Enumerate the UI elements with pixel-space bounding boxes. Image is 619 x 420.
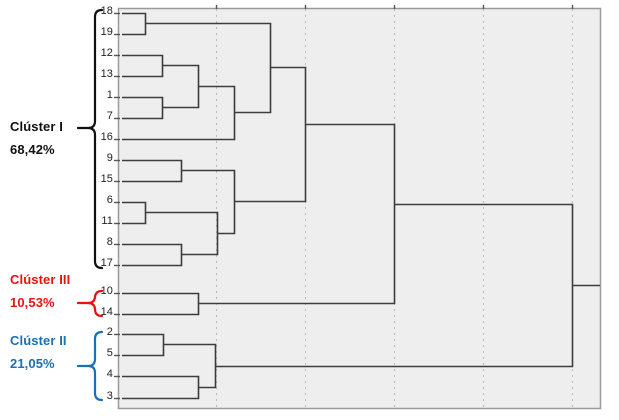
- cluster-label-cluster-1: Clúster I 68,42%: [10, 120, 63, 156]
- leaf-label-16: 16: [100, 131, 113, 143]
- leaf-label-7: 7: [106, 110, 113, 122]
- cluster-percent-cluster-2: 21,05%: [10, 355, 55, 371]
- leaf-label-12: 12: [100, 47, 113, 59]
- leaf-label-15: 15: [100, 173, 113, 185]
- leaf-label-18: 18: [100, 5, 113, 17]
- leaf-label-1: 1: [106, 89, 113, 101]
- cluster-name-cluster-2: Clúster II: [10, 333, 67, 348]
- leaf-label-11: 11: [101, 215, 113, 227]
- cluster-name-cluster-1: Clúster I: [10, 119, 63, 134]
- axis-tick-group: [215, 5, 574, 9]
- dendrogram-link-m12: [234, 66, 307, 203]
- cluster-label-cluster-3: Clúster III 10,53%: [10, 273, 70, 309]
- plot-background: [117, 7, 602, 410]
- cluster-percent-cluster-3: 10,53%: [10, 294, 55, 310]
- leaf-label-17: 17: [100, 257, 113, 269]
- leaf-label-9: 9: [106, 152, 113, 164]
- leaf-label-14: 14: [100, 306, 113, 318]
- leaf-label-13: 13: [100, 68, 113, 80]
- cluster-bracket-cluster-2: [86, 330, 104, 402]
- cluster-bracket-group: [76, 8, 104, 402]
- cluster-label-cluster-2: Clúster II 21,05%: [10, 334, 67, 370]
- leaf-label-19: 19: [100, 26, 113, 38]
- leaf-label-5: 5: [106, 347, 113, 359]
- leaf-label-6: 6: [106, 194, 113, 206]
- leaf-tick-group: [114, 12, 120, 400]
- leaf-label-10: 10: [100, 285, 113, 297]
- cluster-percent-cluster-1: 68,42%: [10, 141, 55, 157]
- dendrogram-link-m14: [198, 123, 396, 305]
- leaf-label-3: 3: [106, 390, 113, 402]
- cluster-name-cluster-3: Clúster III: [10, 272, 71, 287]
- link-group: [122, 12, 600, 400]
- leaf-label-4: 4: [106, 368, 113, 380]
- leaf-label-8: 8: [106, 236, 113, 248]
- leaf-label-2: 2: [106, 326, 113, 338]
